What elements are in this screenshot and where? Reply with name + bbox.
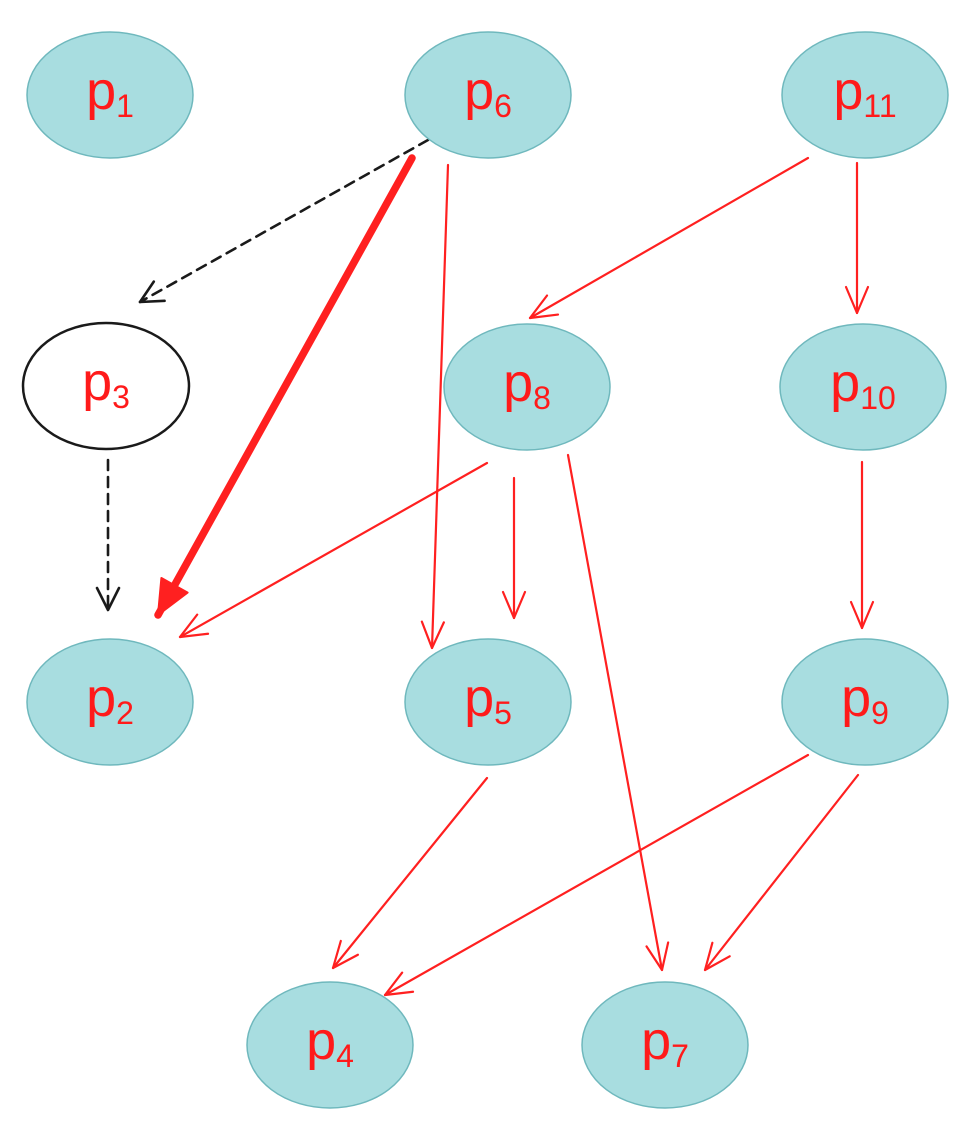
edge-line bbox=[138, 138, 430, 304]
node-label-base: p bbox=[306, 1011, 336, 1071]
edge-p8-to-p5 bbox=[501, 476, 527, 620]
node-label: p9 bbox=[841, 668, 889, 731]
arrow-head-icon bbox=[849, 600, 875, 630]
arrow-head-icon bbox=[383, 971, 415, 997]
edge-line bbox=[178, 461, 489, 639]
edge-p11-to-p10 bbox=[844, 161, 870, 315]
node-p1: p1 bbox=[26, 31, 194, 159]
arrow-head-icon bbox=[645, 941, 670, 972]
edge-line bbox=[430, 163, 450, 650]
node-p8: p8 bbox=[443, 323, 611, 451]
arrow-head-icon bbox=[178, 613, 210, 639]
node-label-subscript: 11 bbox=[863, 88, 896, 124]
node-ellipse bbox=[246, 981, 414, 1109]
node-label-base: p bbox=[86, 668, 116, 728]
edge-p6-to-p3 bbox=[138, 138, 430, 304]
arrow-head-icon bbox=[703, 941, 731, 972]
node-label: p8 bbox=[503, 353, 551, 416]
arrow-head-icon bbox=[528, 294, 560, 320]
node-p3: p3 bbox=[21, 321, 191, 451]
node-p10: p10 bbox=[779, 323, 947, 451]
node-label: p1 bbox=[86, 61, 134, 124]
edge-p9-to-p7 bbox=[703, 773, 860, 972]
edge-p8-to-p2 bbox=[178, 461, 489, 639]
edge-p3-to-p2 bbox=[95, 458, 121, 612]
arrow-head-icon bbox=[138, 280, 166, 304]
node-label-base: p bbox=[641, 1011, 671, 1071]
node-label-base: p bbox=[841, 668, 871, 728]
node-label: p6 bbox=[464, 61, 512, 124]
node-label-subscript: 7 bbox=[671, 1038, 689, 1074]
arrow-head-icon bbox=[420, 620, 445, 650]
arrow-head-icon bbox=[95, 586, 121, 612]
arrow-head-icon bbox=[844, 285, 870, 315]
node-p2: p2 bbox=[26, 638, 194, 766]
edge-p6-to-p5 bbox=[420, 163, 450, 650]
edge-line bbox=[566, 453, 664, 972]
node-label-subscript: 10 bbox=[860, 380, 896, 416]
node-ellipse bbox=[779, 323, 947, 451]
node-p4: p4 bbox=[246, 981, 414, 1109]
node-p11: p11 bbox=[781, 31, 949, 159]
arrow-head-icon bbox=[157, 576, 189, 616]
edge-p6-to-p2 bbox=[154, 154, 416, 619]
node-p5: p5 bbox=[404, 638, 572, 766]
node-ellipse bbox=[21, 321, 191, 451]
edge-line bbox=[703, 773, 860, 972]
arrow-head-icon bbox=[501, 590, 527, 620]
node-ellipse bbox=[581, 981, 749, 1109]
node-label-subscript: 4 bbox=[336, 1038, 354, 1074]
node-label-base: p bbox=[82, 352, 112, 412]
node-label-base: p bbox=[464, 668, 494, 728]
edge-line bbox=[154, 154, 416, 619]
node-ellipse bbox=[404, 638, 572, 766]
edge-line bbox=[528, 156, 810, 320]
node-label-base: p bbox=[464, 61, 494, 121]
node-label: p10 bbox=[830, 353, 896, 416]
node-p7: p7 bbox=[581, 981, 749, 1109]
node-ellipse bbox=[443, 323, 611, 451]
node-label-subscript: 2 bbox=[116, 695, 134, 731]
node-label-subscript: 8 bbox=[533, 380, 551, 416]
node-label: p4 bbox=[306, 1011, 354, 1074]
edge-p5-to-p4 bbox=[331, 776, 489, 970]
edge-p10-to-p9 bbox=[849, 460, 875, 630]
node-p9: p9 bbox=[781, 638, 949, 766]
node-ellipse bbox=[26, 31, 194, 159]
node-label-subscript: 9 bbox=[871, 695, 889, 731]
node-ellipse bbox=[781, 31, 949, 159]
node-label-base: p bbox=[86, 61, 116, 121]
edge-line bbox=[383, 753, 810, 997]
node-ellipse bbox=[404, 31, 572, 159]
node-ellipse bbox=[781, 638, 949, 766]
edge-p9-to-p4 bbox=[383, 753, 810, 997]
node-label: p7 bbox=[641, 1011, 689, 1074]
arrow-head-icon bbox=[331, 939, 360, 970]
node-p6: p6 bbox=[404, 31, 572, 159]
node-label: p2 bbox=[86, 668, 134, 731]
node-label-base: p bbox=[503, 353, 533, 413]
node-label: p11 bbox=[833, 61, 896, 124]
node-label-base: p bbox=[830, 353, 860, 413]
edges-layer bbox=[95, 138, 875, 997]
node-label-subscript: 3 bbox=[112, 379, 130, 415]
edge-p11-to-p8 bbox=[528, 156, 810, 320]
node-ellipse bbox=[26, 638, 194, 766]
node-label-base: p bbox=[833, 61, 863, 121]
node-label-subscript: 6 bbox=[494, 88, 512, 124]
edge-p8-to-p7 bbox=[566, 453, 670, 972]
node-label: p5 bbox=[464, 668, 512, 731]
node-label-subscript: 5 bbox=[494, 695, 512, 731]
edge-line bbox=[331, 776, 489, 970]
node-label: p3 bbox=[82, 352, 130, 415]
node-label-subscript: 1 bbox=[116, 88, 134, 124]
